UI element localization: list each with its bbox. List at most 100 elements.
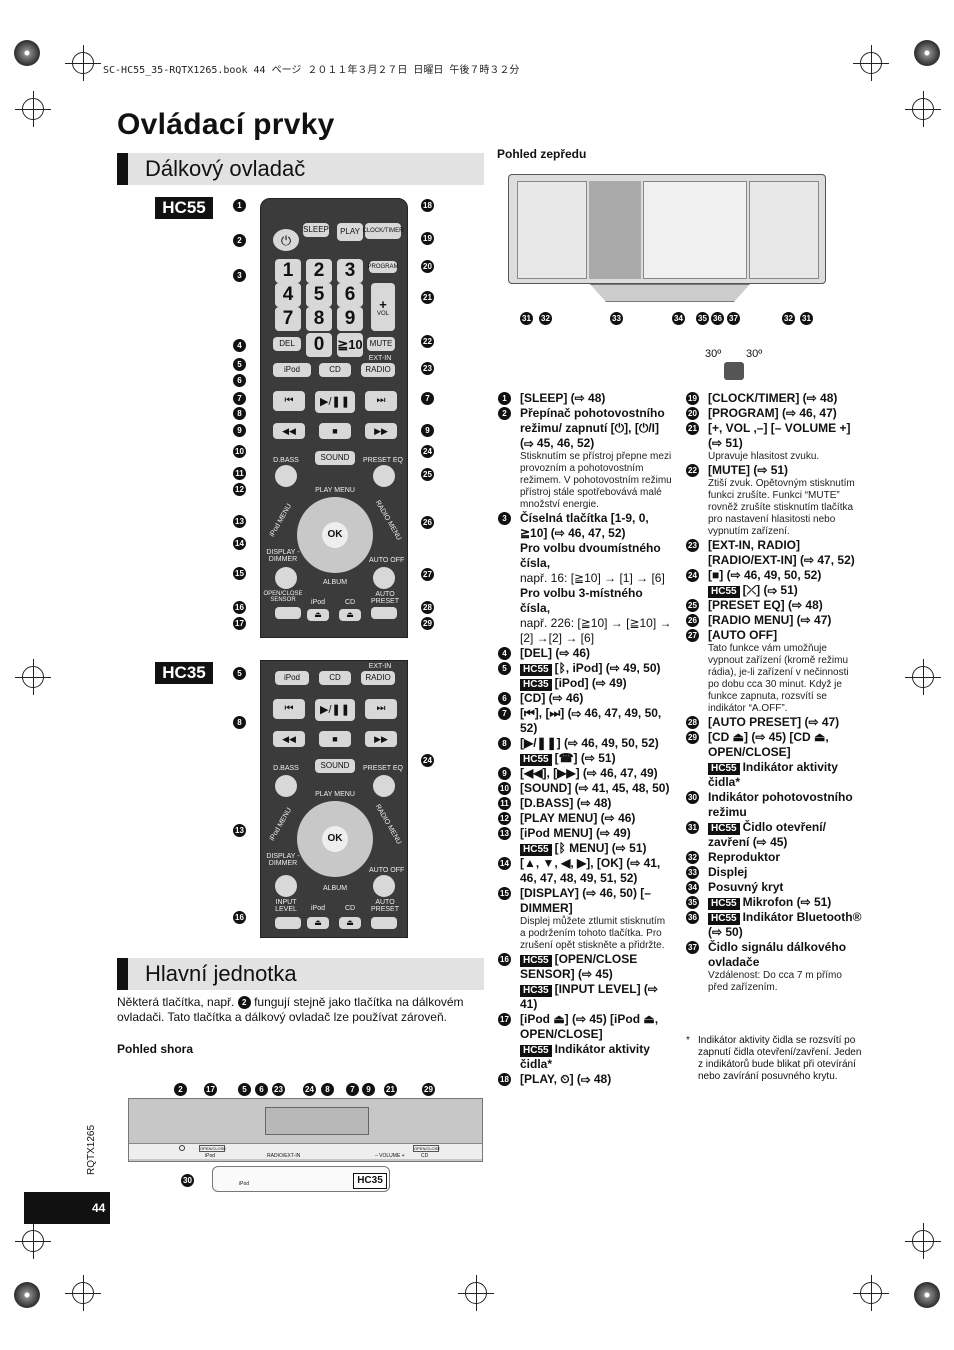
skip-back-button[interactable]: ⏮ xyxy=(273,699,305,719)
dbass-button[interactable] xyxy=(275,465,297,487)
skip-back-button[interactable]: ⏮ xyxy=(273,391,305,411)
footnote-text: Indikátor aktivity čidla se rozsvítí po … xyxy=(698,1035,862,1082)
skip-forward-button[interactable]: ⏭ xyxy=(365,699,397,719)
skip-forward-button[interactable]: ⏭ xyxy=(365,391,397,411)
callout-number: 31 xyxy=(686,821,699,834)
crosshair-mark xyxy=(458,1275,494,1311)
fast-forward-button[interactable]: ▶▶ xyxy=(365,423,397,439)
stop-button[interactable]: ■ xyxy=(319,731,351,747)
vol-label: VOL xyxy=(376,310,389,317)
auto-off-button[interactable] xyxy=(373,567,395,589)
sound-button[interactable]: SOUND xyxy=(315,759,355,773)
unit-intro: Některá tlačítka, např. 2 fungují stejně… xyxy=(117,995,483,1025)
digit-1[interactable]: 1 xyxy=(275,259,301,283)
preset-eq-label: PRESET EQ xyxy=(363,765,403,772)
section-unit: Hlavní jednotka xyxy=(117,958,484,990)
item-title: [▶/❚❚] (⇨ 46, 49, 50, 52) xyxy=(520,736,659,750)
item-alt: HC55[ᛒ MENU] (⇨ 51) xyxy=(520,841,673,856)
side-code: RQTX1265 xyxy=(86,1124,97,1175)
digit-5[interactable]: 5 xyxy=(306,283,332,307)
item-title: [⏮], [⏭] (⇨ 46, 47, 49, 50, 52) xyxy=(520,706,662,735)
auto-preset-button[interactable] xyxy=(371,917,397,929)
input-level-label: INPUT LEVEL xyxy=(275,899,297,913)
input-level-button[interactable] xyxy=(275,917,301,929)
digit-0[interactable]: 0 xyxy=(306,333,332,357)
play-pause-button[interactable]: ▶/❚❚ xyxy=(315,391,355,413)
digit-6[interactable]: 6 xyxy=(337,283,363,307)
digit-9[interactable]: 9 xyxy=(337,307,363,331)
callout-1: 1 xyxy=(233,199,246,212)
sleep-button[interactable]: SLEEP xyxy=(303,223,329,237)
digit-7[interactable]: 7 xyxy=(275,307,301,331)
volume-rocker[interactable]: +VOL xyxy=(371,283,395,331)
callout-13: 13 xyxy=(233,824,246,837)
display-button[interactable] xyxy=(275,875,297,897)
del-button[interactable]: DEL xyxy=(273,337,301,351)
play-pause-button[interactable]: ▶/❚❚ xyxy=(315,699,355,721)
cd-button[interactable]: CD xyxy=(319,363,351,377)
clock-timer-button[interactable]: CLOCK/TIMER xyxy=(363,223,404,239)
left-speaker xyxy=(517,181,587,279)
callout-number: 32 xyxy=(686,851,699,864)
ok-button[interactable]: OK xyxy=(322,522,348,548)
stop-button[interactable]: ■ xyxy=(319,423,351,439)
fast-forward-button[interactable]: ▶▶ xyxy=(365,731,397,747)
ipod-button[interactable]: iPod xyxy=(275,671,309,685)
rewind-button[interactable]: ◀◀ xyxy=(273,423,305,439)
callout-number: 28 xyxy=(686,716,699,729)
open-close-sensor-button[interactable] xyxy=(275,607,301,619)
cd-open-close[interactable]: OPEN/CLOSE xyxy=(413,1145,441,1152)
callout-10: 10 xyxy=(233,445,246,458)
mute-button[interactable]: MUTE xyxy=(367,337,395,351)
play-timer-button[interactable]: PLAY xyxy=(337,223,363,241)
callout-number: 26 xyxy=(686,614,699,627)
digit-3[interactable]: 3 xyxy=(337,259,363,283)
callout-12: 12 xyxy=(233,483,246,496)
preset-eq-button[interactable] xyxy=(373,775,395,797)
radio-button[interactable]: RADIO xyxy=(361,363,395,377)
digit-2[interactable]: 2 xyxy=(306,259,332,283)
ipod-eject-button[interactable]: ⏏ xyxy=(307,917,329,929)
callout-16: 16 xyxy=(233,911,246,924)
program-button[interactable]: PROGRAM xyxy=(368,261,399,273)
page-title: Ovládací prvky xyxy=(117,108,335,141)
registration-mark xyxy=(914,40,940,66)
item-alt: HC35[INPUT LEVEL] (⇨ 41) xyxy=(520,982,658,1011)
angle-right: 30º xyxy=(746,348,763,360)
cd-top-label: CD xyxy=(421,1153,429,1159)
preset-eq-button[interactable] xyxy=(373,465,395,487)
ok-button[interactable]: OK xyxy=(322,826,348,852)
top-panel-strip xyxy=(129,1143,482,1159)
power-button[interactable]: ⏻ xyxy=(273,229,299,251)
auto-off-button[interactable] xyxy=(373,875,395,897)
callout-13: 13 xyxy=(233,515,246,528)
callout-number: 3 xyxy=(498,512,511,525)
unit-top-view: OPEN/CLOSE iPod RADIO/EXT-IN – VOLUME + … xyxy=(128,1098,483,1162)
remote-hc55: SLEEP PLAY CLOCK/TIMER ⏻ PROGRAM 1 2 3 4… xyxy=(260,198,408,638)
ipod-open-close[interactable]: OPEN/CLOSE xyxy=(199,1145,227,1152)
cd-eject-button[interactable]: ⏏ xyxy=(339,609,361,621)
digit-4[interactable]: 4 xyxy=(275,283,301,307)
digit-10plus[interactable]: ≧10 xyxy=(337,333,363,357)
dbass-button[interactable] xyxy=(275,775,297,797)
cd-eject-button[interactable]: ⏏ xyxy=(339,917,361,929)
dbass-label: D.BASS xyxy=(273,765,299,772)
sound-button[interactable]: SOUND xyxy=(315,451,355,465)
radio-button[interactable]: RADIO xyxy=(361,671,395,685)
rewind-button[interactable]: ◀◀ xyxy=(273,731,305,747)
auto-preset-button[interactable] xyxy=(371,607,397,619)
callout-7: 7 xyxy=(233,392,246,405)
digit-8[interactable]: 8 xyxy=(306,307,332,331)
hc35-ipod-label: iPod xyxy=(239,1181,250,1187)
list-item: 13[iPod MENU] (⇨ 49)HC55[ᛒ MENU] (⇨ 51) xyxy=(498,826,673,856)
callout-23: 23 xyxy=(272,1083,285,1096)
cd-button[interactable]: CD xyxy=(319,671,351,685)
callout-number: 16 xyxy=(498,953,511,966)
album-label: ALBUM xyxy=(322,579,348,586)
ipod-eject-button[interactable]: ⏏ xyxy=(307,609,329,621)
ipod-button[interactable]: iPod xyxy=(273,363,311,377)
display-button[interactable] xyxy=(275,567,297,589)
badge-hc35-small: HC35 xyxy=(353,1173,387,1189)
